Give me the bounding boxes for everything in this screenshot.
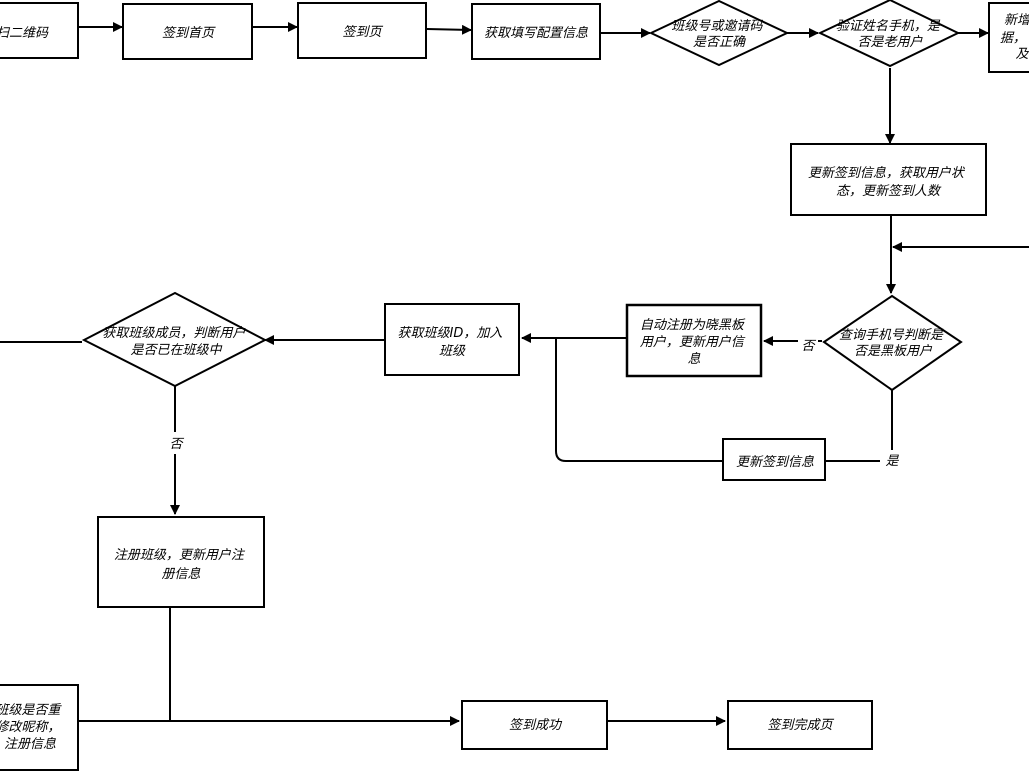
- edge-label-no-register: 否: [801, 339, 816, 354]
- label-line: 签到完成页: [767, 717, 834, 733]
- label-line: 息: [687, 351, 700, 367]
- label-update-checkin-status: 更新签到信息，获取用户状 态，更新签到人数: [808, 165, 968, 199]
- label-get-class-id: 获取班级ID，加入 班级: [398, 326, 507, 359]
- label-line: 班级号或邀请码: [671, 19, 763, 34]
- label-verify-user: 验证姓名手机，是 否是老用户: [836, 18, 944, 50]
- node-add-data: [988, 2, 1029, 73]
- label-line: 更新签到信息，获取用户状: [808, 165, 966, 181]
- label-line: 否是老用户: [857, 35, 923, 50]
- label-auto-register: 自动注册为晓黑板 用户，更新用户信 息: [640, 318, 748, 367]
- label-line: 否是黑板用户: [854, 344, 933, 359]
- label-line: 签到首页: [162, 26, 216, 41]
- label-get-config: 获取填写配置信息: [484, 25, 588, 41]
- node-verify-user: [817, 0, 961, 68]
- label-line: 册信息: [161, 566, 200, 582]
- label-line: 获取班级成员，判断用户: [102, 326, 246, 341]
- label-line: 注册信息: [4, 736, 56, 752]
- node-get-class-id: [384, 303, 520, 376]
- node-get-config: [471, 3, 601, 60]
- label-line: 查询手机号判断是: [839, 328, 944, 343]
- label-checkin-done: 签到完成页: [767, 717, 834, 733]
- label-line: 据，: [1000, 31, 1026, 46]
- node-checkin-done: [727, 700, 873, 750]
- label-line: 修改昵称，: [0, 720, 60, 735]
- node-checkin-page: [297, 2, 427, 59]
- label-line: 签到成功: [509, 718, 563, 733]
- label-line: 是否正确: [693, 35, 746, 50]
- label-scan-qr: 扫二维码: [0, 26, 49, 41]
- node-auto-register: [625, 303, 763, 378]
- node-member-check: [81, 291, 268, 388]
- label-line: 获取填写配置信息: [484, 25, 588, 41]
- label-checkin-success: 签到成功: [509, 718, 563, 733]
- label-checkin-page: 签到页: [342, 25, 383, 40]
- edge-update-to-classid: [555, 338, 722, 462]
- label-blackboard-check: 查询手机号判断是 否是黑板用户: [839, 328, 947, 359]
- label-line: 自动注册为晓黑板: [640, 318, 746, 333]
- label-line: 获取班级ID，加入: [398, 326, 503, 341]
- edge-label-bg: [798, 334, 818, 354]
- node-checkin-home: [122, 3, 253, 60]
- label-line: 用户，更新用户信: [640, 335, 746, 350]
- label-line: 验证姓名手机，是: [836, 18, 941, 34]
- node-class-code-check: [648, 0, 790, 67]
- node-blackboard-check: [822, 294, 963, 392]
- label-nickname-check: 班级是否重 修改昵称， 注册信息: [0, 703, 65, 752]
- labels: 扫二维码 签到首页 签到页 获取填写配置信息 班级号或邀请码 是否正确 验证姓名…: [0, 13, 1029, 752]
- label-update-checkin: 更新签到信息: [736, 454, 814, 470]
- label-line: 是否已在班级中: [130, 343, 222, 358]
- edge-label-yes-update: 是: [885, 454, 899, 469]
- label-add-data: 新增 据， 及: [1000, 13, 1029, 62]
- edge-label-no-register-class: 否: [169, 437, 184, 452]
- label-register-class: 注册班级，更新用户注 册信息: [114, 548, 248, 582]
- label-member-check: 获取班级成员，判断用户 是否已在班级中: [102, 326, 249, 358]
- node-register-class: [97, 516, 265, 608]
- label-line: 更新签到信息: [736, 454, 814, 470]
- node-update-checkin-status: [790, 143, 987, 216]
- edge-label-bg: [165, 432, 185, 454]
- edge-page-to-config: [426, 24, 472, 35]
- label-line: 签到页: [342, 25, 383, 40]
- label-line: 班级: [439, 344, 466, 359]
- node-nickname-check: [0, 684, 79, 771]
- edge-label-bg: [880, 450, 904, 470]
- node-scan-qr: [0, 2, 79, 59]
- node-checkin-success: [461, 700, 608, 750]
- label-class-code-check: 班级号或邀请码 是否正确: [671, 19, 766, 50]
- label-checkin-home: 签到首页: [162, 26, 216, 41]
- label-line: 态，更新签到人数: [836, 184, 942, 199]
- label-line: 班级是否重: [0, 703, 62, 718]
- label-line: 新增: [1004, 13, 1029, 28]
- label-line: 注册班级，更新用户注: [114, 548, 246, 563]
- label-line: 及: [1015, 47, 1029, 62]
- node-update-checkin: [722, 438, 826, 481]
- label-line: 扫二维码: [0, 26, 49, 41]
- edges: [0, 22, 1029, 726]
